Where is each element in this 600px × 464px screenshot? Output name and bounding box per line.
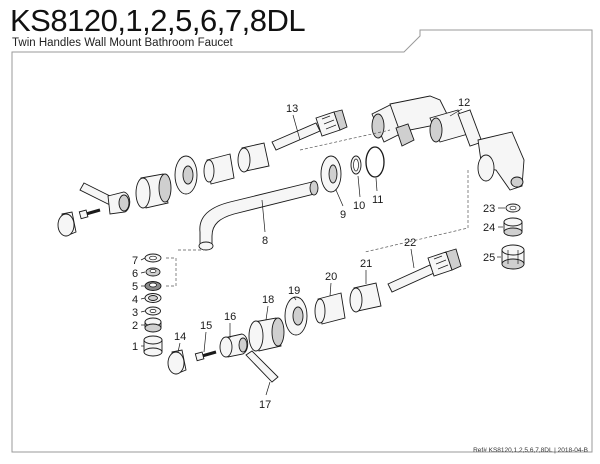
page-subtitle: Twin Handles Wall Mount Bathroom Faucet (12, 37, 233, 49)
upper-sleeve (135, 173, 172, 209)
lower-sleeve-18 (248, 317, 285, 352)
reference-footer: Ref# KS8120,1,2,5,6,7,8DL | 2018-04-B (473, 447, 588, 454)
stack-part-6 (145, 267, 161, 277)
callout-8: 8 (262, 235, 268, 247)
callout-22: 22 (404, 237, 416, 249)
callout-13: 13 (286, 103, 298, 115)
upper-bonnet-nut (237, 142, 270, 173)
upper-spacer (203, 153, 235, 185)
nut-24 (503, 217, 523, 237)
callout-24: 24 (483, 222, 495, 234)
washer-23 (505, 203, 521, 213)
callout-16: 16 (224, 311, 236, 323)
callout-25: 25 (483, 252, 495, 264)
callout-2: 2 (132, 320, 138, 332)
page-title: KS8120,1,2,5,6,7,8DL (10, 3, 306, 38)
callout-20: 20 (325, 271, 337, 283)
page-frame (11, 29, 593, 453)
callout-18: 18 (262, 294, 274, 306)
lower-set-screw-15 (194, 350, 217, 362)
callout-17: 17 (259, 399, 271, 411)
callout-9: 9 (340, 209, 346, 221)
callout-3: 3 (132, 307, 138, 319)
stack-part-3 (145, 306, 161, 316)
lower-handle-hub-16 (219, 333, 249, 358)
cartridge-13 (271, 109, 348, 151)
o-ring-11 (365, 146, 385, 178)
nut-25 (501, 244, 525, 270)
stack-part-2 (144, 317, 162, 333)
callout-labels: 13 12 8 9 10 11 23 24 25 7 6 5 4 3 2 1 1… (132, 97, 495, 411)
callout-19: 19 (288, 285, 300, 297)
callout-15: 15 (200, 320, 212, 332)
callout-6: 6 (132, 268, 138, 280)
faucet-body-12 (371, 95, 525, 191)
upper-set-screw (78, 208, 101, 220)
lower-bonnet-nut-21 (349, 282, 382, 313)
leader-lines (140, 108, 505, 396)
o-ring-10 (350, 155, 362, 175)
spout-8 (178, 180, 319, 251)
callout-10: 10 (353, 200, 365, 212)
stack-part-7 (144, 253, 162, 263)
stack-part-4 (144, 293, 162, 303)
flange-ring-9 (320, 155, 342, 193)
lower-button-cap-14 (167, 349, 187, 375)
upper-flange (174, 155, 198, 195)
callout-1: 1 (132, 341, 138, 353)
upper-button-cap (57, 211, 77, 237)
lower-flange-19 (284, 296, 308, 336)
lower-cartridge-22 (387, 248, 462, 293)
callout-12: 12 (458, 97, 470, 109)
callout-7: 7 (132, 255, 138, 267)
stack-part-5 (144, 281, 162, 291)
upper-handle-lever (79, 182, 131, 215)
callout-4: 4 (132, 294, 138, 306)
lower-spacer-20 (314, 292, 346, 325)
callout-11: 11 (372, 194, 383, 206)
lower-lever-17 (245, 350, 279, 383)
callout-23: 23 (483, 203, 495, 215)
stack-part-1 (143, 335, 163, 357)
callout-5: 5 (132, 281, 138, 293)
callout-14: 14 (174, 331, 186, 343)
callout-21: 21 (360, 258, 372, 270)
